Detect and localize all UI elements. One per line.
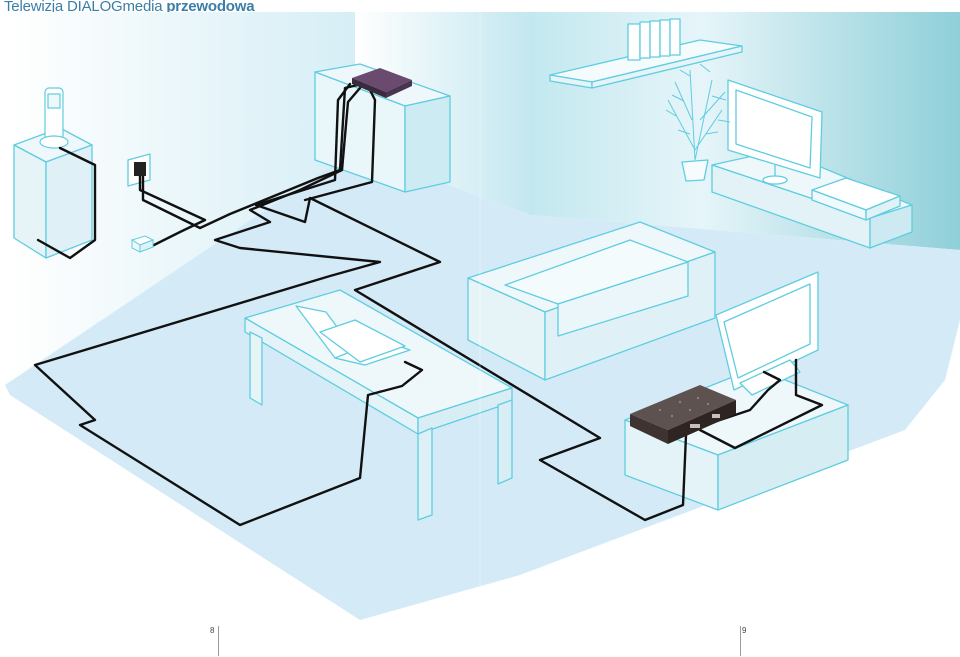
cables <box>33 82 824 527</box>
books <box>627 18 681 61</box>
left-wall <box>10 12 355 390</box>
power-adapter <box>130 162 155 253</box>
page-number-left: 8 <box>210 626 215 635</box>
cabinet-tv <box>715 271 819 396</box>
phone-cabinet <box>13 127 93 259</box>
page-rule-right <box>740 626 741 656</box>
router-device <box>352 68 412 98</box>
tv-stand-box <box>811 177 901 221</box>
title-regular: Telewizja DIALOGmedia <box>4 0 167 15</box>
wall-shelf <box>549 39 743 89</box>
plant-pot <box>681 159 709 182</box>
page-rule-left <box>218 626 219 656</box>
sofa <box>467 221 716 381</box>
plant-leaves <box>665 63 731 161</box>
page-number-right: 9 <box>742 626 747 635</box>
page-title: Telewizja DIALOGmedia przewodowa <box>4 0 255 15</box>
set-top-box <box>630 385 736 444</box>
wall-tv <box>727 79 823 185</box>
title-bold: przewodowa <box>166 0 255 15</box>
laptop <box>295 305 411 366</box>
cordless-phone <box>39 87 69 149</box>
